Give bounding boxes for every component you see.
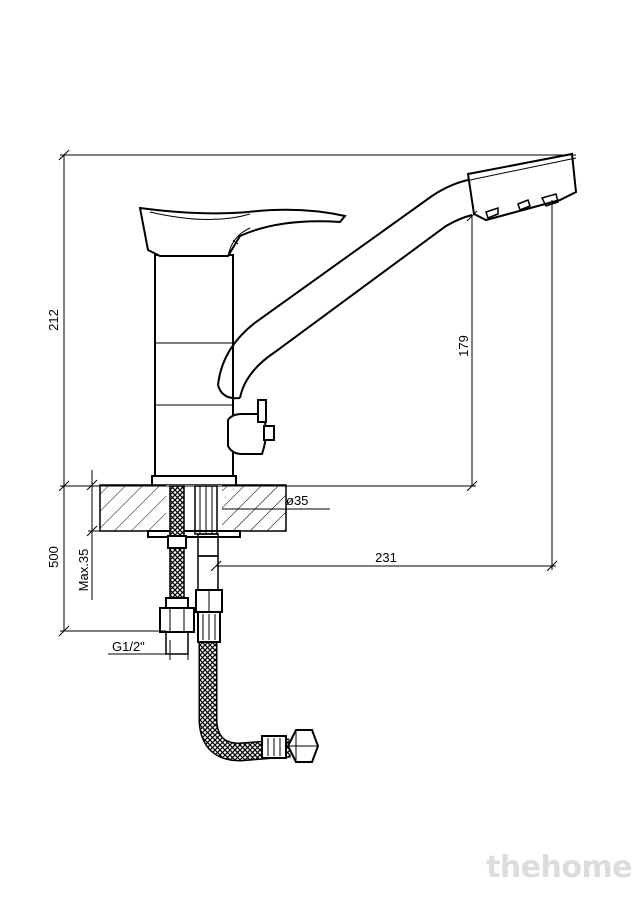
- label-max-countertop: Max.35: [76, 549, 91, 592]
- faucet-body: [151, 254, 237, 486]
- filter-valve-knob: [227, 399, 275, 455]
- dimension-overall-height: 212: [46, 149, 576, 492]
- countertop-section: [99, 484, 287, 538]
- label-hole-diameter: ø35: [286, 493, 308, 508]
- dimension-spout-height: 179: [456, 210, 478, 492]
- short-supply-hose: [159, 485, 195, 655]
- faucet-spout: [217, 152, 578, 400]
- label-thread: G1/2": [112, 639, 145, 654]
- dimension-spout-reach: 231: [210, 200, 558, 572]
- label-hose-length: 500: [46, 546, 61, 568]
- dimension-hole-diameter: ø35: [222, 493, 330, 510]
- dimension-hose-length: 500: [46, 486, 166, 637]
- label-overall-height: 212: [46, 309, 61, 331]
- dimension-thread: G1/2": [108, 639, 189, 660]
- label-spout-reach: 231: [375, 550, 397, 565]
- watermark-logo: thehome: [486, 850, 633, 885]
- dimension-max-countertop: Max.35: [76, 470, 148, 600]
- label-spout-height: 179: [456, 335, 471, 357]
- lever-handle: [138, 206, 347, 257]
- long-flexible-hose: [195, 589, 320, 763]
